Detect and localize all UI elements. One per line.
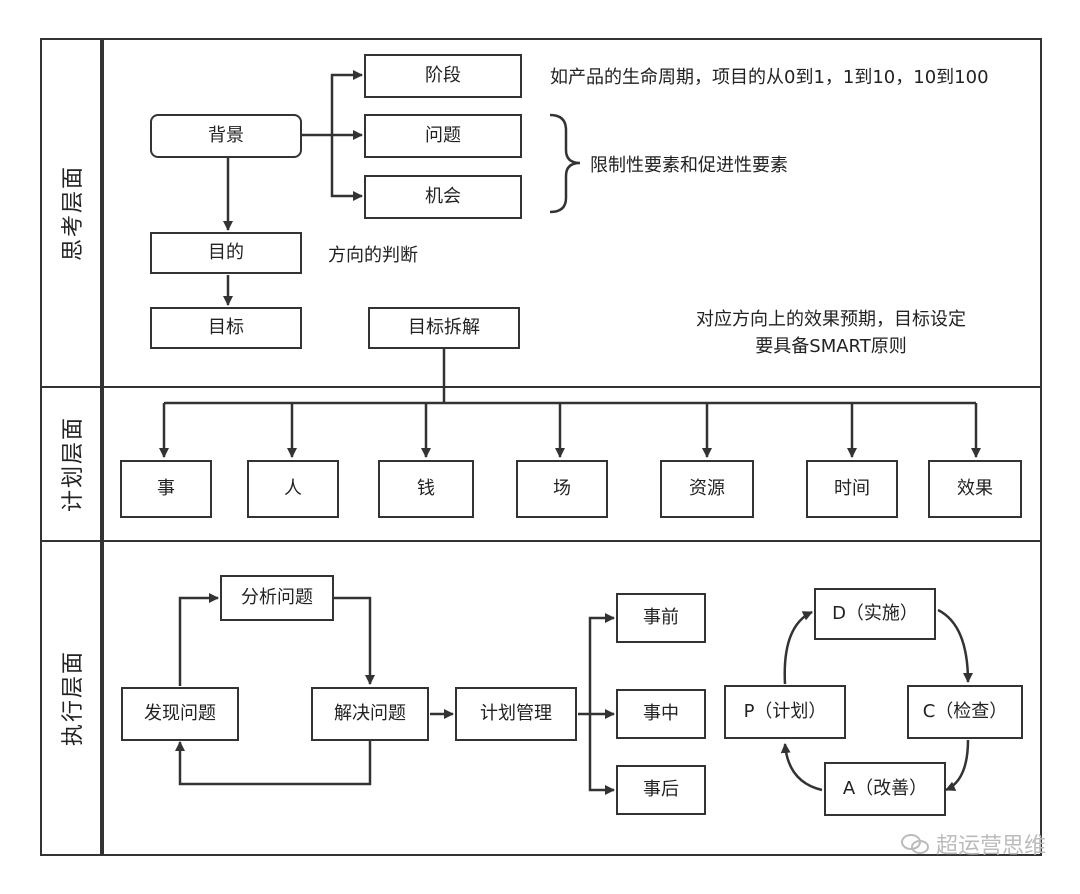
factors-note: 限制性要素和促进性要素 bbox=[590, 155, 788, 176]
plan-item-effect: 效果 bbox=[928, 460, 1022, 518]
pdca-check-box: C（检查） bbox=[907, 685, 1023, 739]
plan-item-money: 钱 bbox=[378, 460, 474, 518]
plan-item-resources: 资源 bbox=[660, 460, 754, 518]
watermark: 超运营思维 bbox=[900, 828, 1046, 860]
pdca-plan-box: P（计划） bbox=[724, 685, 846, 739]
plan-item-time: 时间 bbox=[806, 460, 898, 518]
wechat-icon bbox=[900, 834, 929, 854]
section-label-planning: 计划层面 bbox=[61, 415, 86, 513]
after-box: 事后 bbox=[616, 765, 706, 815]
purpose-box: 目的 bbox=[150, 232, 302, 274]
plan-management-box: 计划管理 bbox=[455, 687, 577, 741]
goal-box: 目标 bbox=[150, 307, 302, 349]
plan-item-matter: 事 bbox=[120, 460, 212, 518]
stage-box: 阶段 bbox=[364, 54, 522, 98]
goal-breakdown-box: 目标拆解 bbox=[368, 307, 520, 349]
plan-item-venue: 场 bbox=[516, 460, 608, 518]
section-label-planning-cell: 计划层面 bbox=[40, 386, 102, 542]
direction-note: 方向的判断 bbox=[328, 245, 418, 266]
section-label-execution: 执行层面 bbox=[61, 649, 86, 747]
problem-box: 问题 bbox=[364, 114, 522, 158]
section-label-thinking-cell: 思考层面 bbox=[40, 38, 102, 388]
during-box: 事中 bbox=[616, 689, 706, 739]
background-box: 背景 bbox=[150, 114, 302, 158]
find-problem-box: 发现问题 bbox=[121, 687, 239, 741]
pdca-do-box: D（实施） bbox=[814, 588, 936, 640]
expectation-note: 对应方向上的效果预期，目标设定 要具备SMART原则 bbox=[678, 306, 984, 360]
analyze-problem-box: 分析问题 bbox=[220, 575, 334, 621]
stage-note: 如产品的生命周期，项目的从0到1，1到10，10到100 bbox=[550, 67, 989, 88]
solve-problem-box: 解决问题 bbox=[311, 687, 429, 741]
opportunity-box: 机会 bbox=[364, 175, 522, 219]
expectation-note-line1: 对应方向上的效果预期，目标设定 bbox=[696, 309, 966, 330]
pdca-act-box: A（改善） bbox=[824, 762, 946, 816]
section-label-thinking: 思考层面 bbox=[61, 164, 86, 262]
plan-item-people: 人 bbox=[247, 460, 339, 518]
expectation-note-line2: 要具备SMART原则 bbox=[755, 336, 907, 357]
section-label-execution-cell: 执行层面 bbox=[40, 540, 102, 856]
watermark-text: 超运营思维 bbox=[935, 834, 1046, 859]
before-box: 事前 bbox=[616, 593, 706, 643]
